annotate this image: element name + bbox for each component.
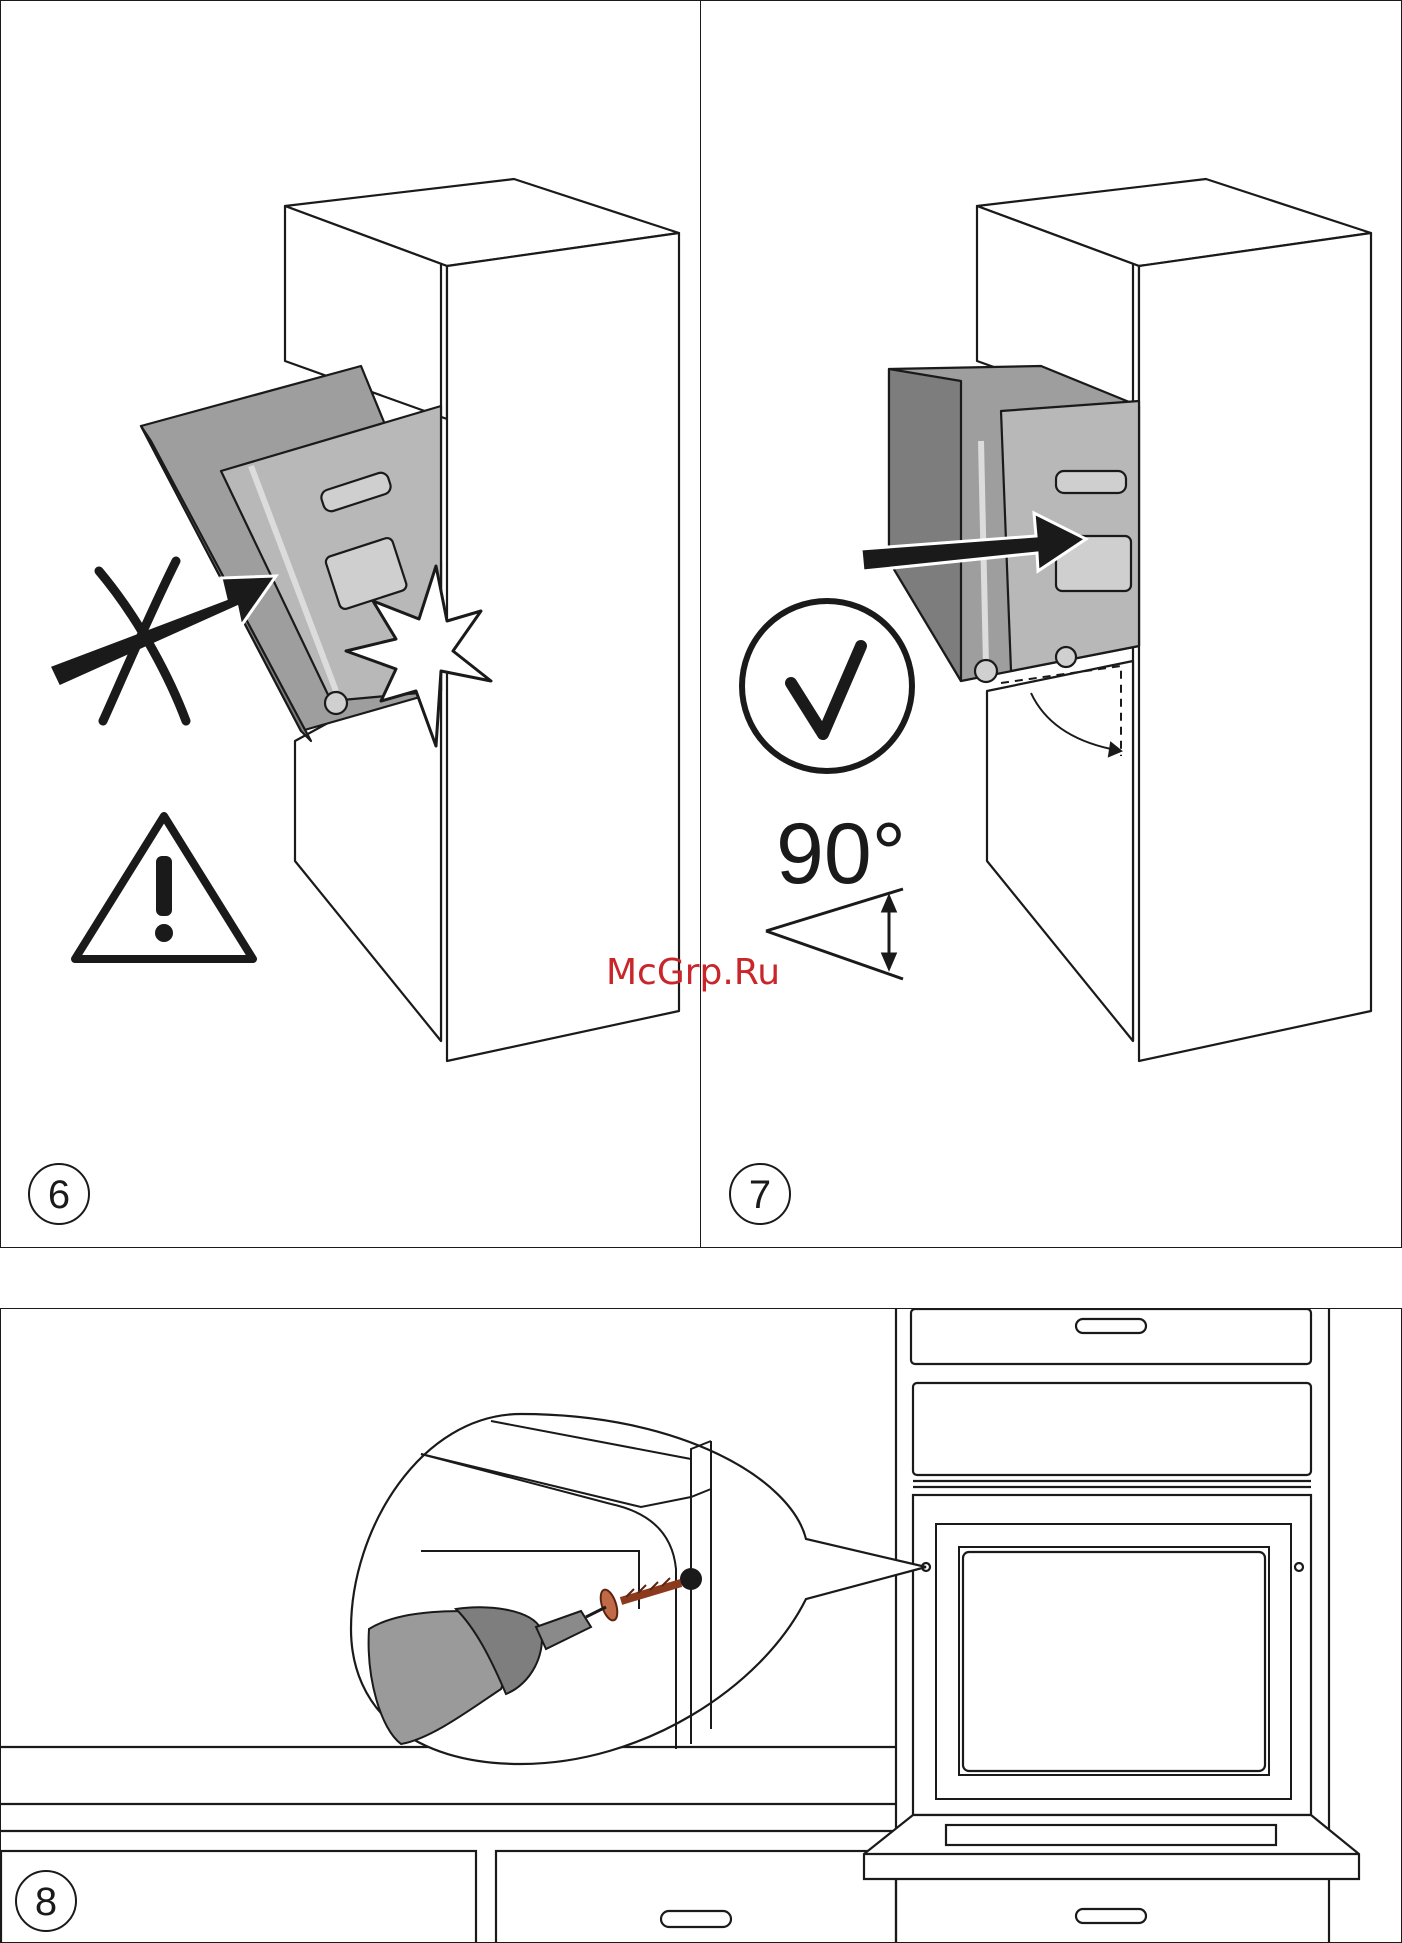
panel-step-6: 6 bbox=[0, 0, 702, 1248]
warning-triangle-icon bbox=[75, 816, 253, 959]
zoom-callout bbox=[351, 1414, 926, 1764]
check-circle-icon bbox=[742, 601, 912, 771]
panel-step-7: 90° 7 bbox=[700, 0, 1402, 1248]
step-7-illustration: 90° 7 bbox=[701, 1, 1401, 1247]
angle-arrow-icon bbox=[766, 889, 903, 979]
angle-label: 90° bbox=[776, 806, 906, 902]
step-number-badge: 7 bbox=[730, 1164, 790, 1224]
step-number-badge: 8 bbox=[16, 1871, 76, 1931]
step-number-label: 8 bbox=[35, 1880, 57, 1924]
step-number-label: 6 bbox=[48, 1173, 70, 1217]
built-in-oven-housing bbox=[864, 1309, 1359, 1942]
step-number-label: 7 bbox=[749, 1173, 771, 1217]
step-6-illustration: 6 bbox=[1, 1, 701, 1247]
step-8-illustration: 8 bbox=[1, 1309, 1401, 1942]
panel-step-8: 8 bbox=[0, 1308, 1402, 1943]
kitchen-counter bbox=[1, 1747, 896, 1942]
step-number-badge: 6 bbox=[29, 1164, 89, 1224]
oven-appliance-level bbox=[889, 366, 1139, 682]
